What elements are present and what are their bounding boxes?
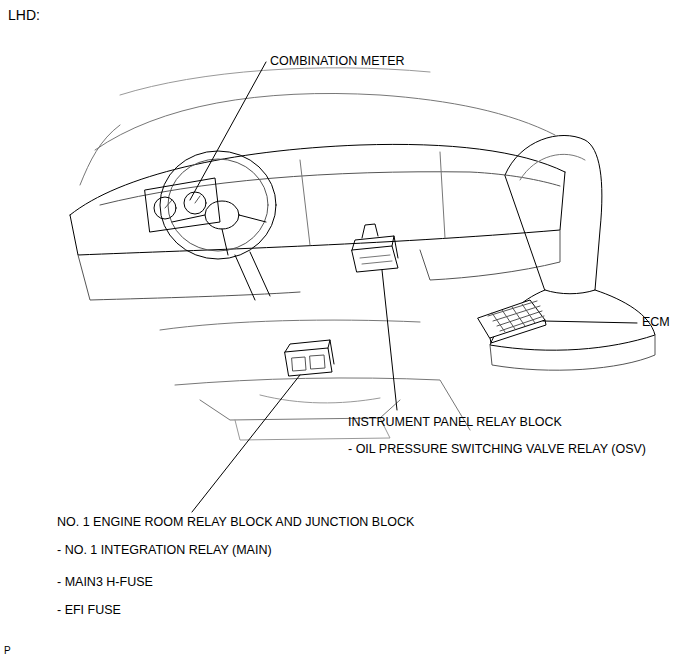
part-note: - NO. 1 INTEGRATION RELAY (MAIN): [57, 543, 272, 558]
part-name: ECM: [642, 315, 670, 330]
part-note: - OIL PRESSURE SWITCHING VALVE RELAY (OS…: [348, 442, 646, 457]
part-name: INSTRUMENT PANEL RELAY BLOCK: [348, 415, 562, 430]
part-name: COMBINATION METER: [270, 54, 405, 69]
part-note: - EFI FUSE: [57, 603, 121, 618]
part-name: NO. 1 ENGINE ROOM RELAY BLOCK AND JUNCTI…: [57, 515, 414, 530]
part-note: - MAIN3 H-FUSE: [57, 575, 153, 590]
region-heading: LHD:: [8, 8, 40, 23]
page-mark: P: [4, 643, 11, 658]
